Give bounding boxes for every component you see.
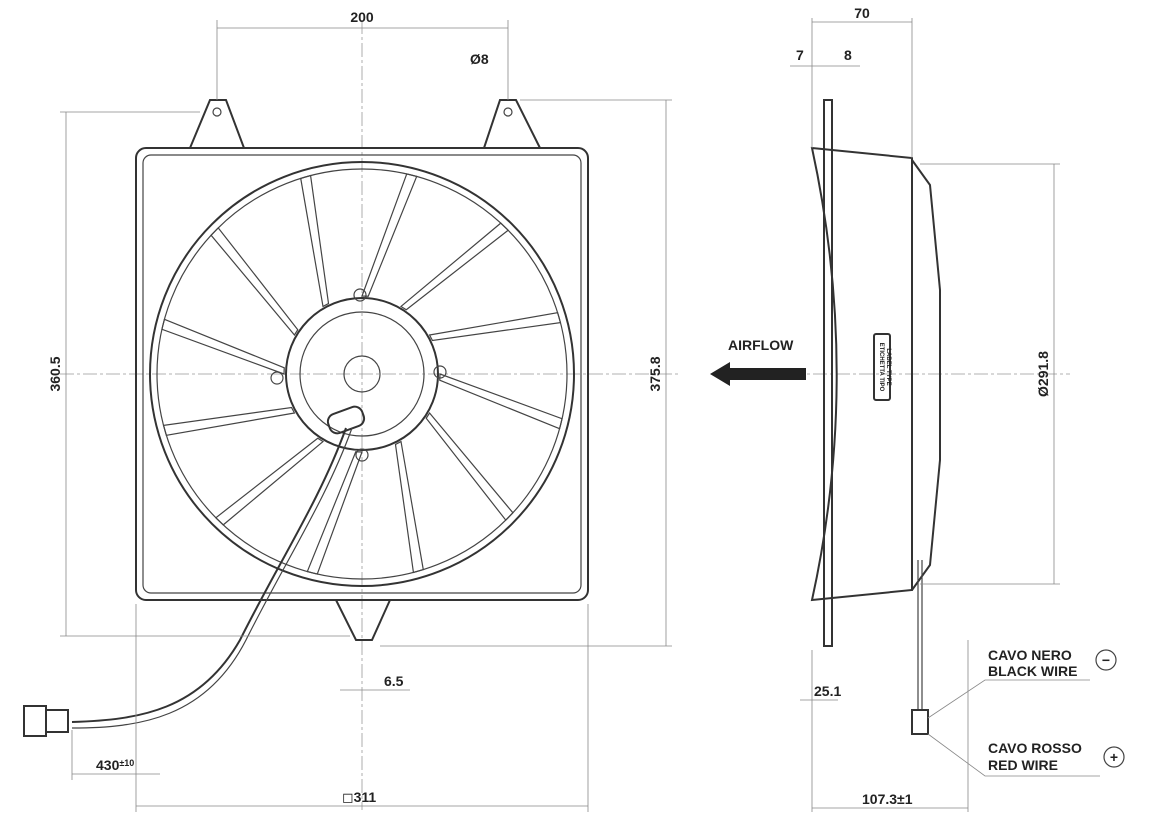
red-wire-it: CAVO ROSSO	[988, 740, 1082, 756]
dim-8: 8	[844, 47, 852, 63]
motor-profile	[911, 159, 941, 591]
side-connector	[911, 709, 929, 735]
red-wire-en: RED WIRE	[988, 757, 1058, 773]
motor-hub	[285, 297, 439, 451]
side-view: ETICHETTA TIPO LABEL TYPE AIRFLOW 70 7 8…	[710, 5, 1125, 812]
fan-blades	[161, 173, 563, 575]
side-shroud	[810, 146, 913, 602]
svg-text:+: +	[1110, 749, 1118, 765]
svg-text:ETICHETTA TIPO: ETICHETTA TIPO	[878, 343, 884, 392]
frame-outline	[135, 147, 589, 601]
dim-fan-dia: Ø291.8	[1035, 351, 1051, 397]
fan-shroud	[149, 161, 575, 587]
dim-cable-length: 430±10	[96, 757, 134, 773]
mounting-tab-bottom	[335, 599, 391, 641]
mounting-tab-left	[189, 99, 245, 149]
cable	[71, 427, 347, 723]
fan-blade	[210, 226, 299, 337]
dim-311: ◻311	[342, 789, 376, 805]
airflow-arrow-icon	[710, 362, 806, 386]
front-view: 200 Ø8 360.5 375.8 6.5 430±10 ◻311	[23, 9, 680, 812]
fan-blade	[162, 406, 296, 436]
svg-text:−: −	[1102, 652, 1110, 668]
fan-blade	[306, 451, 363, 575]
minus-icon	[1095, 649, 1117, 671]
label-plate	[873, 333, 891, 401]
dim-25-1: 25.1	[814, 683, 841, 699]
black-wire-it: CAVO NERO	[988, 647, 1072, 663]
dim-70: 70	[854, 5, 870, 21]
black-wire-en: BLACK WIRE	[988, 663, 1077, 679]
dim-hole-dia: Ø8	[470, 51, 489, 67]
side-flange	[823, 99, 833, 647]
fan-blade	[394, 440, 424, 574]
mounting-tab-right	[483, 99, 541, 149]
dim-360-5: 360.5	[47, 356, 63, 391]
fan-blade	[399, 222, 510, 311]
fan-blade	[214, 437, 325, 526]
fan-blade	[439, 373, 563, 430]
dim-6-5: 6.5	[384, 673, 404, 689]
dim-200: 200	[350, 9, 374, 25]
fan-blade	[425, 411, 514, 522]
airflow-label: AIRFLOW	[728, 337, 794, 353]
dim-107-3: 107.3±1	[862, 791, 913, 807]
plus-icon	[1103, 746, 1125, 768]
fan-blade	[428, 312, 562, 342]
svg-text:LABEL TYPE: LABEL TYPE	[885, 348, 891, 385]
connector	[23, 705, 47, 737]
dim-7: 7	[796, 47, 804, 63]
dim-375-8: 375.8	[647, 356, 663, 391]
fan-blade	[361, 173, 418, 297]
fan-blade	[161, 318, 285, 375]
fan-blade	[300, 174, 330, 308]
